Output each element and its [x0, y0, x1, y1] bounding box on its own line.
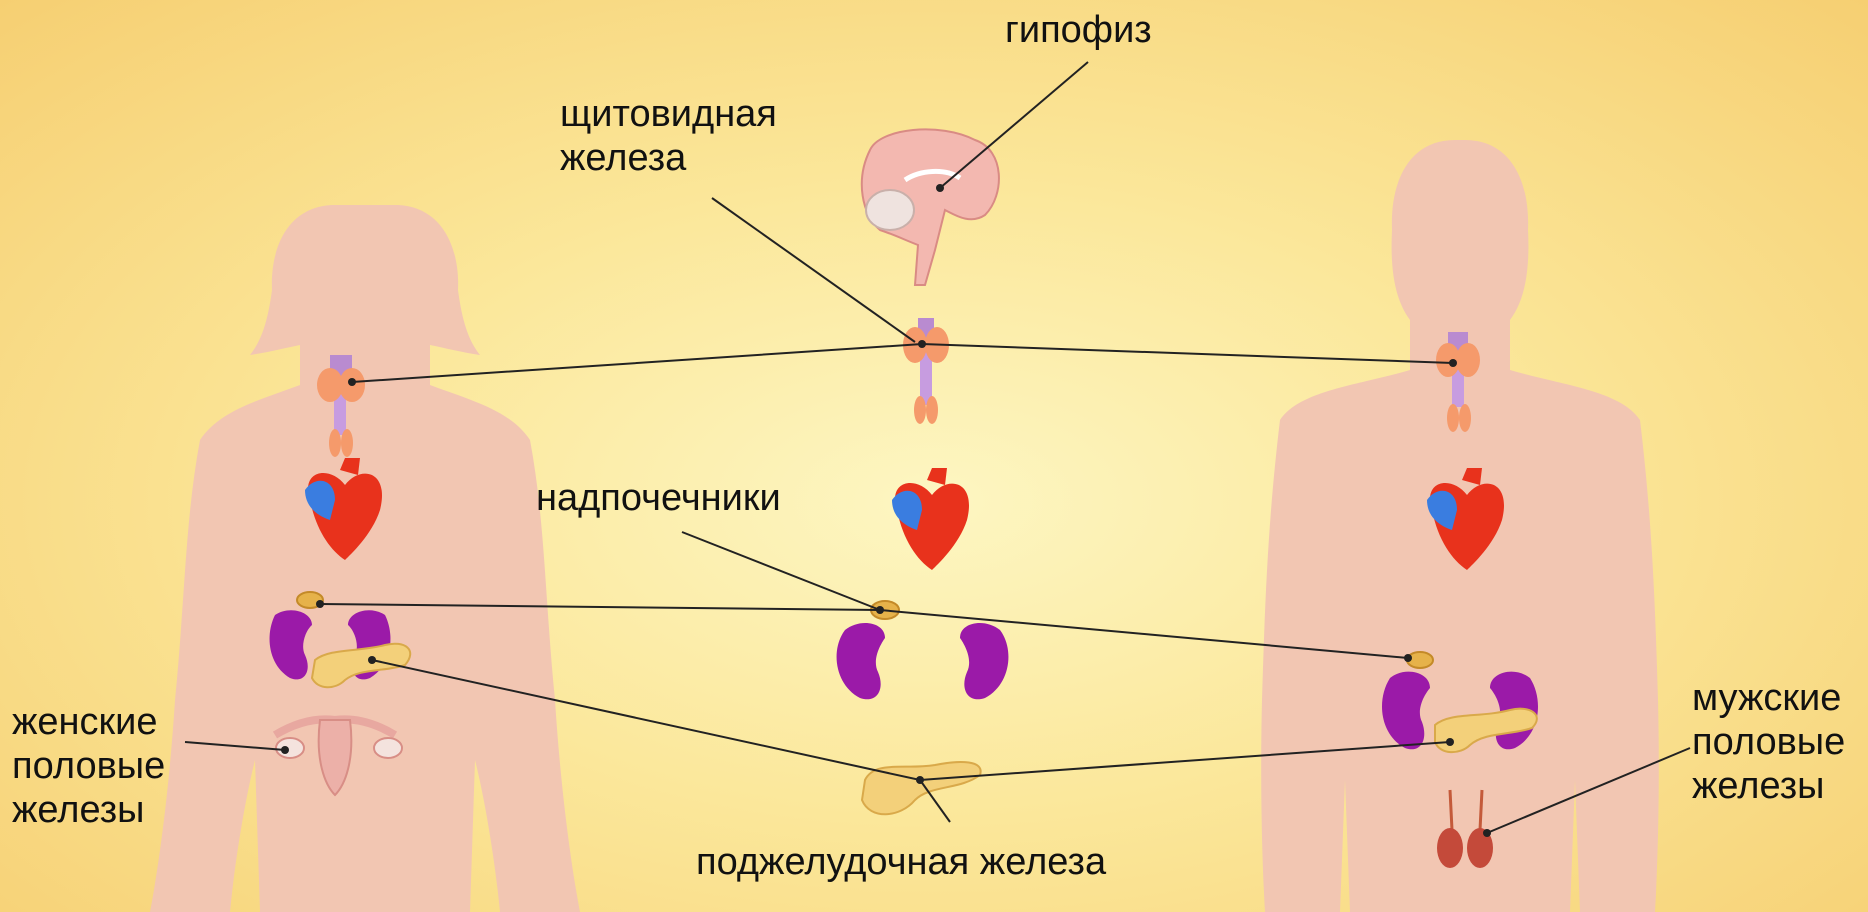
thyroid-label-line2: железа	[560, 136, 777, 180]
center-heart	[892, 468, 969, 570]
female-silhouette	[150, 205, 580, 912]
female-gonads-label: женские половые железы	[12, 700, 165, 832]
male-gonads-label-line2: половые	[1692, 720, 1845, 764]
pituitary-leader	[940, 62, 1088, 188]
thyroid-connector	[352, 344, 1453, 382]
male-gonads-label-line3: железы	[1692, 764, 1845, 808]
female-gonads-label-line1: женские	[12, 700, 165, 744]
adrenal-label: надпочечники	[536, 476, 781, 520]
center-pancreas	[862, 762, 981, 814]
center-kidneys	[837, 623, 1009, 699]
pancreas-label: поджелудочная железа	[696, 840, 1106, 884]
thyroid-label: щитовидная железа	[560, 92, 777, 180]
female-gonads-label-line3: железы	[12, 788, 165, 832]
male-gonads-label-line1: мужские	[1692, 676, 1845, 720]
female-gonads-label-line2: половые	[12, 744, 165, 788]
thyroid-label-line1: щитовидная	[560, 92, 777, 136]
adrenal-leader	[682, 532, 880, 610]
brain-illustration	[862, 129, 999, 285]
male-gonads-label: мужские половые железы	[1692, 676, 1845, 808]
center-thyroid	[903, 318, 949, 424]
pituitary-label: гипофиз	[1005, 8, 1152, 52]
